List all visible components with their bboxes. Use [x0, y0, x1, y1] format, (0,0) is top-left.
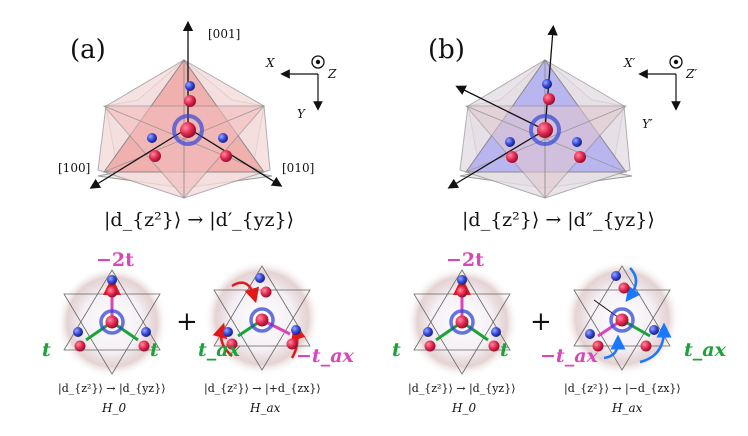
hamiltonian-label: H_0 [451, 401, 476, 415]
frame-y-label: Y′ [642, 117, 653, 131]
frame-z-label: Z′ [685, 67, 697, 81]
frame-y-label: Y [297, 107, 306, 121]
hopping-label-right: t [150, 339, 159, 361]
axis-label-010: [010] [282, 161, 314, 175]
transition-label: |d_{z²}⟩ → |d″_{yz}⟩ [462, 209, 655, 231]
panel-b: (b) X′ Y′ Z′ [428, 24, 697, 231]
hopping-label-top: −2t [446, 249, 484, 271]
hopping-label-left: t [42, 339, 51, 361]
hamiltonian-label: H_ax [611, 401, 643, 415]
frame-a [280, 55, 325, 111]
frame-x-label: X′ [623, 56, 636, 70]
frame-z-label: Z [327, 67, 337, 81]
hopping-label-right: t_ax [684, 339, 727, 361]
hopping-label-right: −t_ax [296, 345, 355, 367]
crystal-b [447, 24, 633, 199]
subpanel-h0-b: −2t t t |d_{z²}⟩ → |d_{yz}⟩ H_0 [392, 249, 518, 415]
panel-label: (a) [70, 35, 106, 65]
caption: |d_{z²}⟩ → |−d_{zx}⟩ [564, 382, 681, 396]
plus-sign: + [176, 307, 198, 337]
caption: |d_{z²}⟩ → |+d_{zx}⟩ [204, 382, 321, 396]
hopping-label-left: t_ax [198, 339, 241, 361]
caption: |d_{z²}⟩ → |d_{yz}⟩ [58, 382, 166, 396]
hopping-label-top: −2t [96, 249, 134, 271]
hopping-label-left: −t_ax [540, 345, 599, 367]
panel-label: (b) [428, 35, 465, 65]
transition-label: |d_{z²}⟩ → |d′_{yz}⟩ [104, 209, 294, 231]
axis-label-001: [001] [208, 27, 240, 41]
hopping-label-left: t [392, 339, 401, 361]
hopping-label-right: t [500, 339, 509, 361]
panel-a: (a) [001] [100] [010] [58, 20, 337, 231]
frame-b [638, 55, 683, 111]
hamiltonian-label: H_0 [101, 401, 126, 415]
subpanel-hax-a: t_ax −t_ax |d_{z²}⟩ → |+d_{zx}⟩ H_ax [198, 260, 355, 415]
hamiltonian-label: H_ax [249, 401, 281, 415]
axis-label-100: [100] [58, 161, 90, 175]
plus-sign: + [530, 307, 552, 337]
crystal-a [89, 20, 283, 199]
subpanel-hax-b: −t_ax t_ax |d_{z²}⟩ → |−d_{zx}⟩ H_ax [540, 260, 727, 415]
frame-x-label: X [265, 56, 275, 70]
caption: |d_{z²}⟩ → |d_{yz}⟩ [408, 382, 516, 396]
subpanel-h0-a: −2t t t |d_{z²}⟩ → |d_{yz}⟩ H_0 [42, 249, 168, 415]
